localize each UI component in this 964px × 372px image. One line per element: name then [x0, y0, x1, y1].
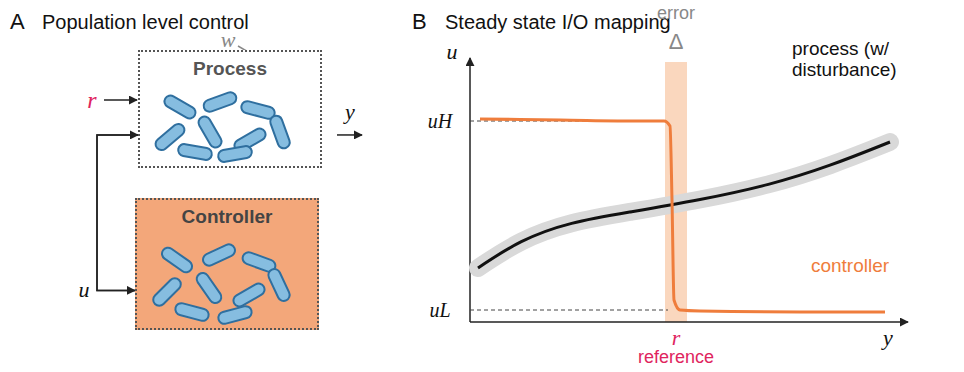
panel-title: Steady state I/O mapping — [445, 11, 671, 33]
bacterium — [202, 91, 238, 114]
curve-label: process (w/ disturbance) — [792, 39, 957, 81]
panel-letter: B — [412, 10, 427, 34]
error-symbol: Δ — [669, 30, 684, 54]
output-arrow — [337, 134, 362, 136]
disturbance-band — [478, 142, 890, 268]
bacterium — [177, 143, 213, 161]
bacterium — [231, 281, 266, 308]
bacterium — [196, 114, 223, 149]
reference-symbol: r — [87, 87, 96, 113]
level-label: uH — [428, 110, 452, 132]
panel-letter: A — [10, 10, 25, 34]
process-box: Process — [138, 50, 322, 168]
bacterium — [194, 271, 223, 306]
bacterium — [240, 100, 276, 120]
node-title: Controller — [137, 206, 317, 228]
reference-symbol: r — [672, 326, 681, 350]
bacterium — [266, 267, 291, 303]
bacterium — [162, 93, 197, 120]
bacterium — [217, 305, 253, 325]
error-band — [665, 62, 687, 322]
u-axis — [469, 58, 471, 322]
actuation-connector — [97, 135, 138, 290]
ul-level — [470, 310, 668, 311]
level-label: uL — [429, 299, 450, 321]
bacterium — [217, 145, 253, 163]
disturbance-symbol: w — [221, 28, 236, 52]
axis-label: y — [883, 326, 893, 350]
panel-title: Population level control — [42, 11, 249, 33]
y-axis — [470, 321, 908, 323]
controller-box: Controller — [135, 198, 319, 330]
process-curve — [478, 142, 890, 268]
bacterium — [269, 114, 292, 150]
curve-label: controller — [811, 256, 889, 277]
bacterium — [174, 302, 210, 322]
feedback-connector — [97, 135, 138, 290]
output-symbol: y — [345, 100, 355, 124]
node-title: Process — [140, 58, 320, 80]
error-label: error — [657, 4, 695, 24]
axis-label: u — [447, 40, 458, 64]
bacterium — [201, 242, 237, 267]
bacterium — [160, 245, 195, 274]
controller-curve — [480, 119, 885, 312]
reference-label: reference — [638, 348, 714, 368]
input-symbol: u — [79, 278, 90, 302]
reference-arrow — [104, 99, 137, 101]
